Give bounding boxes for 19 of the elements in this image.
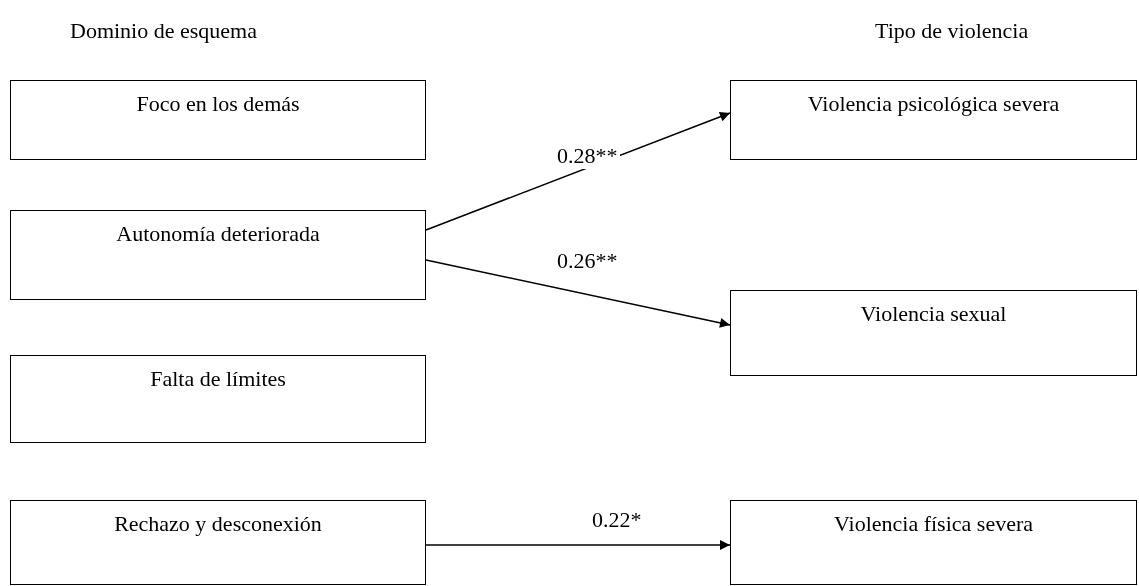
box-text: Falta de límites	[150, 366, 286, 391]
text-box	[10, 210, 426, 300]
text-box	[10, 500, 426, 585]
box-text: Violencia sexual	[860, 301, 1007, 326]
column-heading: Dominio de esquema	[70, 18, 257, 44]
arrow	[425, 259, 731, 328]
text-box	[730, 500, 1137, 585]
arrow	[425, 111, 731, 231]
text-box	[730, 80, 1137, 160]
text-box	[10, 80, 426, 160]
text-box	[10, 355, 426, 443]
arrow	[425, 540, 731, 550]
text-box	[730, 290, 1137, 376]
box-text: Rechazo y desconexión	[114, 511, 322, 536]
box-text: Violencia psicológica severa	[807, 91, 1060, 116]
box-text: Violencia física severa	[834, 511, 1033, 536]
column-heading: Tipo de violencia	[875, 18, 1029, 44]
box-text: Foco en los demás	[136, 91, 300, 116]
box-text: Autonomía deteriorada	[116, 221, 320, 246]
